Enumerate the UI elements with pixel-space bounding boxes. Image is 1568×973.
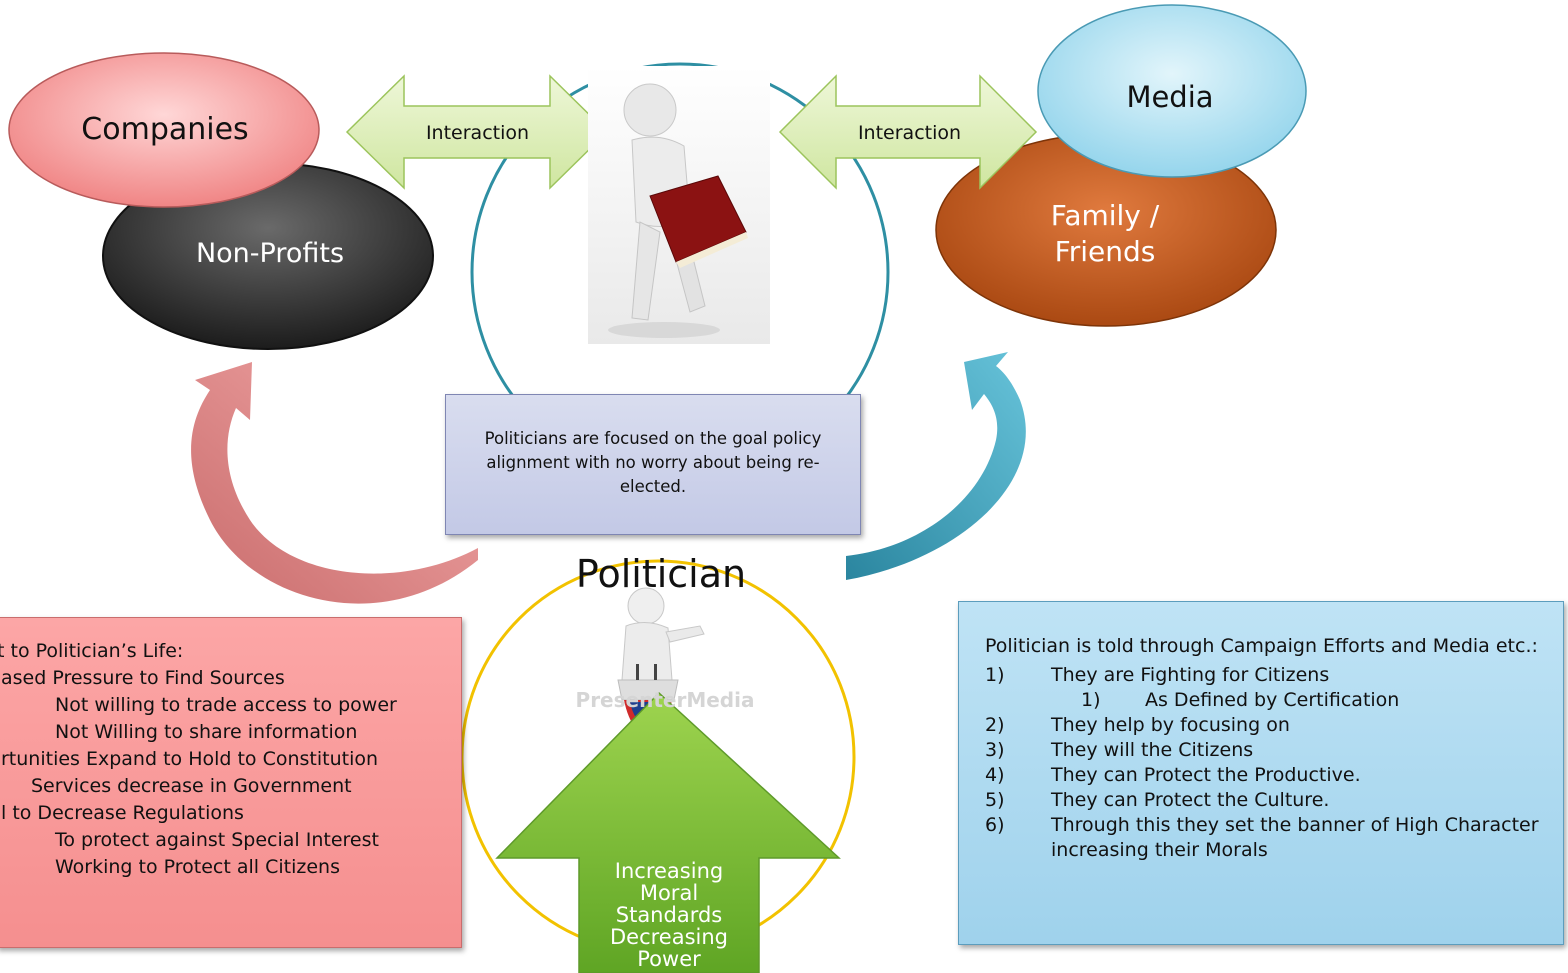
- right-note-box: Politician is told through Campaign Effo…: [958, 601, 1564, 945]
- right-note-item: 3) They will the Citizens: [985, 738, 1543, 763]
- up-arrow-line: Standards: [615, 903, 723, 927]
- media-label: Media: [1126, 80, 1214, 114]
- item-text: Through this they set the banner of High…: [1051, 814, 1539, 861]
- center-note-box: Politicians are focused on the goal poli…: [445, 394, 861, 535]
- left-interaction-label: Interaction: [425, 122, 530, 144]
- subitem-number: 1): [1081, 689, 1101, 711]
- item-text: They are Fighting for Citizens: [1051, 664, 1330, 686]
- right-note-item: 1) They are Fighting for Citizens: [985, 663, 1543, 688]
- right-note-item: 6) Through this they set the banner of Hi…: [985, 813, 1543, 863]
- item-text: They help by focusing on: [1051, 714, 1290, 736]
- left-note-line: l to Decrease Regulations: [1, 802, 244, 824]
- item-text: They can Protect the Productive.: [1051, 764, 1361, 786]
- right-note-intro: Politician is told through Campaign Effo…: [985, 635, 1538, 657]
- reading-figure-icon: [588, 66, 770, 344]
- up-arrow-line: Increasing: [614, 859, 724, 883]
- left-note-line: Working to Protect all Citizens: [55, 856, 340, 878]
- companies-label: Companies: [81, 112, 249, 147]
- politician-label: Politician: [575, 552, 747, 596]
- left-note-line: Services decrease in Government: [31, 775, 352, 797]
- item-number: 3): [985, 739, 1005, 761]
- right-curved-arrow: [846, 352, 1026, 580]
- left-note-line: To protect against Special Interest: [55, 829, 379, 851]
- family-friends-line: Family /: [1050, 199, 1160, 232]
- family-friends-line: Friends: [1054, 235, 1156, 268]
- left-note-line: t to Politician’s Life:: [0, 640, 184, 662]
- left-curved-arrow: [191, 362, 478, 604]
- center-note-text: Politicians are focused on the goal poli…: [484, 429, 822, 496]
- item-number: 6): [985, 814, 1005, 836]
- up-arrow-line: Moral: [639, 881, 699, 905]
- family-friends-label: Family / Friends: [1010, 198, 1200, 270]
- item-number: 5): [985, 789, 1005, 811]
- right-interaction-arrow: [778, 74, 1038, 190]
- right-note-item: 4) They can Protect the Productive.: [985, 763, 1543, 788]
- media-ellipse: [1037, 4, 1307, 178]
- left-note-line: ased Pressure to Find Sources: [1, 667, 285, 689]
- right-interaction-label: Interaction: [857, 122, 962, 144]
- item-number: 2): [985, 714, 1005, 736]
- non-profits-label: Non-Profits: [195, 238, 345, 269]
- up-arrow: [495, 691, 841, 973]
- right-note-item: 2) They help by focusing on: [985, 713, 1543, 738]
- up-arrow-line: Power: [637, 947, 701, 971]
- item-text: They will the Citizens: [1051, 739, 1254, 761]
- right-note-subitem: 1) As Defined by Certification: [985, 688, 1543, 713]
- left-note-box: t to Politician’s Life: ased Pressure to…: [0, 617, 462, 948]
- item-number: 4): [985, 764, 1005, 786]
- item-number: 1): [985, 664, 1005, 686]
- right-note-item: 5) They can Protect the Culture.: [985, 788, 1543, 813]
- left-note-line: Not Willing to share information: [55, 721, 358, 743]
- item-text: They can Protect the Culture.: [1051, 789, 1330, 811]
- subitem-text: As Defined by Certification: [1145, 689, 1400, 711]
- left-note-line: rtunities Expand to Hold to Constitution: [1, 748, 379, 770]
- up-arrow-line: Decreasing: [609, 925, 728, 949]
- companies-ellipse: [8, 52, 320, 208]
- watermark: PresenterMedia: [575, 688, 755, 712]
- left-note-line: Not willing to trade access to power: [55, 694, 397, 716]
- up-arrow-text: Increasing Moral Standards Decreasing Po…: [580, 860, 758, 970]
